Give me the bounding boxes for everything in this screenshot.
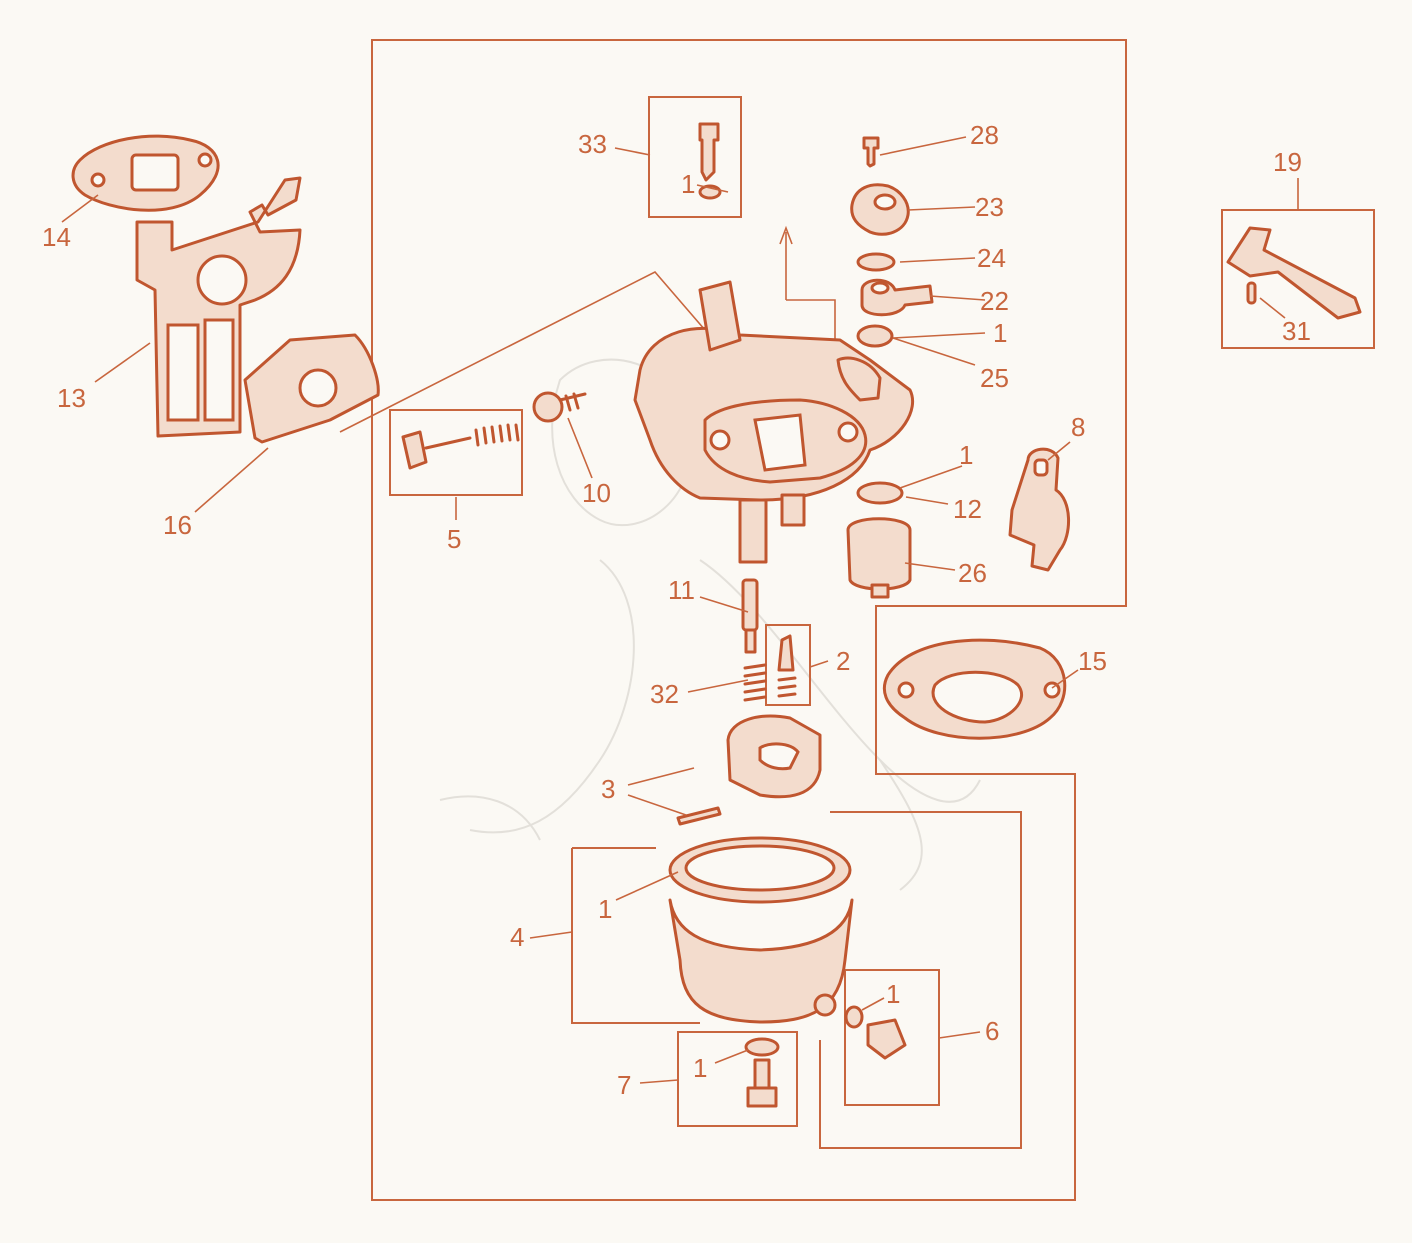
part-carburetor-body xyxy=(633,280,915,564)
part-33-screw xyxy=(698,122,722,200)
callout-25-seal-1: 1 xyxy=(993,318,1007,348)
part-26-valve xyxy=(846,517,912,599)
callout-16: 16 xyxy=(163,510,192,540)
part-14-gasket xyxy=(71,134,220,212)
callout-33-washer-1: 1 xyxy=(681,169,695,199)
callout-3: 3 xyxy=(601,774,615,804)
callout-4: 4 xyxy=(510,922,524,952)
direction-arrow xyxy=(779,225,836,350)
part-10-screw xyxy=(532,391,587,423)
callout-11: 11 xyxy=(668,575,695,605)
part-5-pilot-screw xyxy=(401,423,520,470)
callout-23: 23 xyxy=(975,192,1004,222)
callout-7: 7 xyxy=(617,1070,631,1100)
part-24-washer xyxy=(856,252,896,272)
callout-12: 12 xyxy=(953,494,982,524)
part-6-drain-screw xyxy=(844,1005,907,1060)
callout-19: 19 xyxy=(1273,147,1302,177)
group-box-33 xyxy=(648,96,742,218)
callout-28: 28 xyxy=(970,120,999,150)
part-7-bowl-bolt xyxy=(744,1037,780,1108)
callout-25: 25 xyxy=(980,363,1009,393)
callout-15: 15 xyxy=(1078,646,1107,676)
callout-32: 32 xyxy=(650,679,679,709)
callout-31: 31 xyxy=(1282,316,1311,346)
part-11-nozzle xyxy=(741,578,759,654)
callout-22: 22 xyxy=(980,286,1009,316)
leader-lines xyxy=(61,136,1299,1084)
part-28-screw xyxy=(862,136,880,168)
part-25-ring xyxy=(856,324,894,348)
callout-2: 2 xyxy=(836,646,850,676)
assembly-direction-line xyxy=(339,271,706,433)
callout-33: 33 xyxy=(578,129,607,159)
callout-10: 10 xyxy=(582,478,611,508)
part-16-insulator xyxy=(243,333,380,444)
part-22-lever xyxy=(860,278,934,317)
callout-26: 26 xyxy=(958,558,987,588)
callout-24: 24 xyxy=(977,243,1006,273)
part-12-ring xyxy=(856,481,904,505)
callout-8: 8 xyxy=(1071,412,1085,442)
callout-6: 6 xyxy=(985,1016,999,1046)
part-13-bracket xyxy=(135,176,302,438)
callout-5: 5 xyxy=(447,524,461,554)
callout-14: 14 xyxy=(42,222,71,252)
part-2-float-needle xyxy=(777,634,797,698)
group-box-7 xyxy=(677,1031,798,1127)
group-box-4 xyxy=(571,811,1022,1149)
callout-12-seal-1: 1 xyxy=(959,440,973,470)
callout-13: 13 xyxy=(57,383,86,413)
part-23-cap xyxy=(850,183,910,236)
part-8-fuel-lever xyxy=(1008,447,1071,572)
callout-labels: 14 13 16 33 1 28 23 24 22 1 25 19 31 10 … xyxy=(42,120,1311,1100)
part-4-float-bowl xyxy=(668,836,854,1024)
part-32-spring xyxy=(743,663,767,702)
part-19-choke-lever xyxy=(1226,226,1362,320)
part-3-float xyxy=(676,714,822,826)
callout-7-washer-1: 1 xyxy=(693,1053,707,1083)
group-box-5 xyxy=(389,409,523,496)
main-assembly-frame xyxy=(371,39,1127,1201)
part-15-gasket xyxy=(882,638,1067,740)
callout-6-seal-1: 1 xyxy=(886,979,900,1009)
callout-4-seal-1: 1 xyxy=(598,894,612,924)
